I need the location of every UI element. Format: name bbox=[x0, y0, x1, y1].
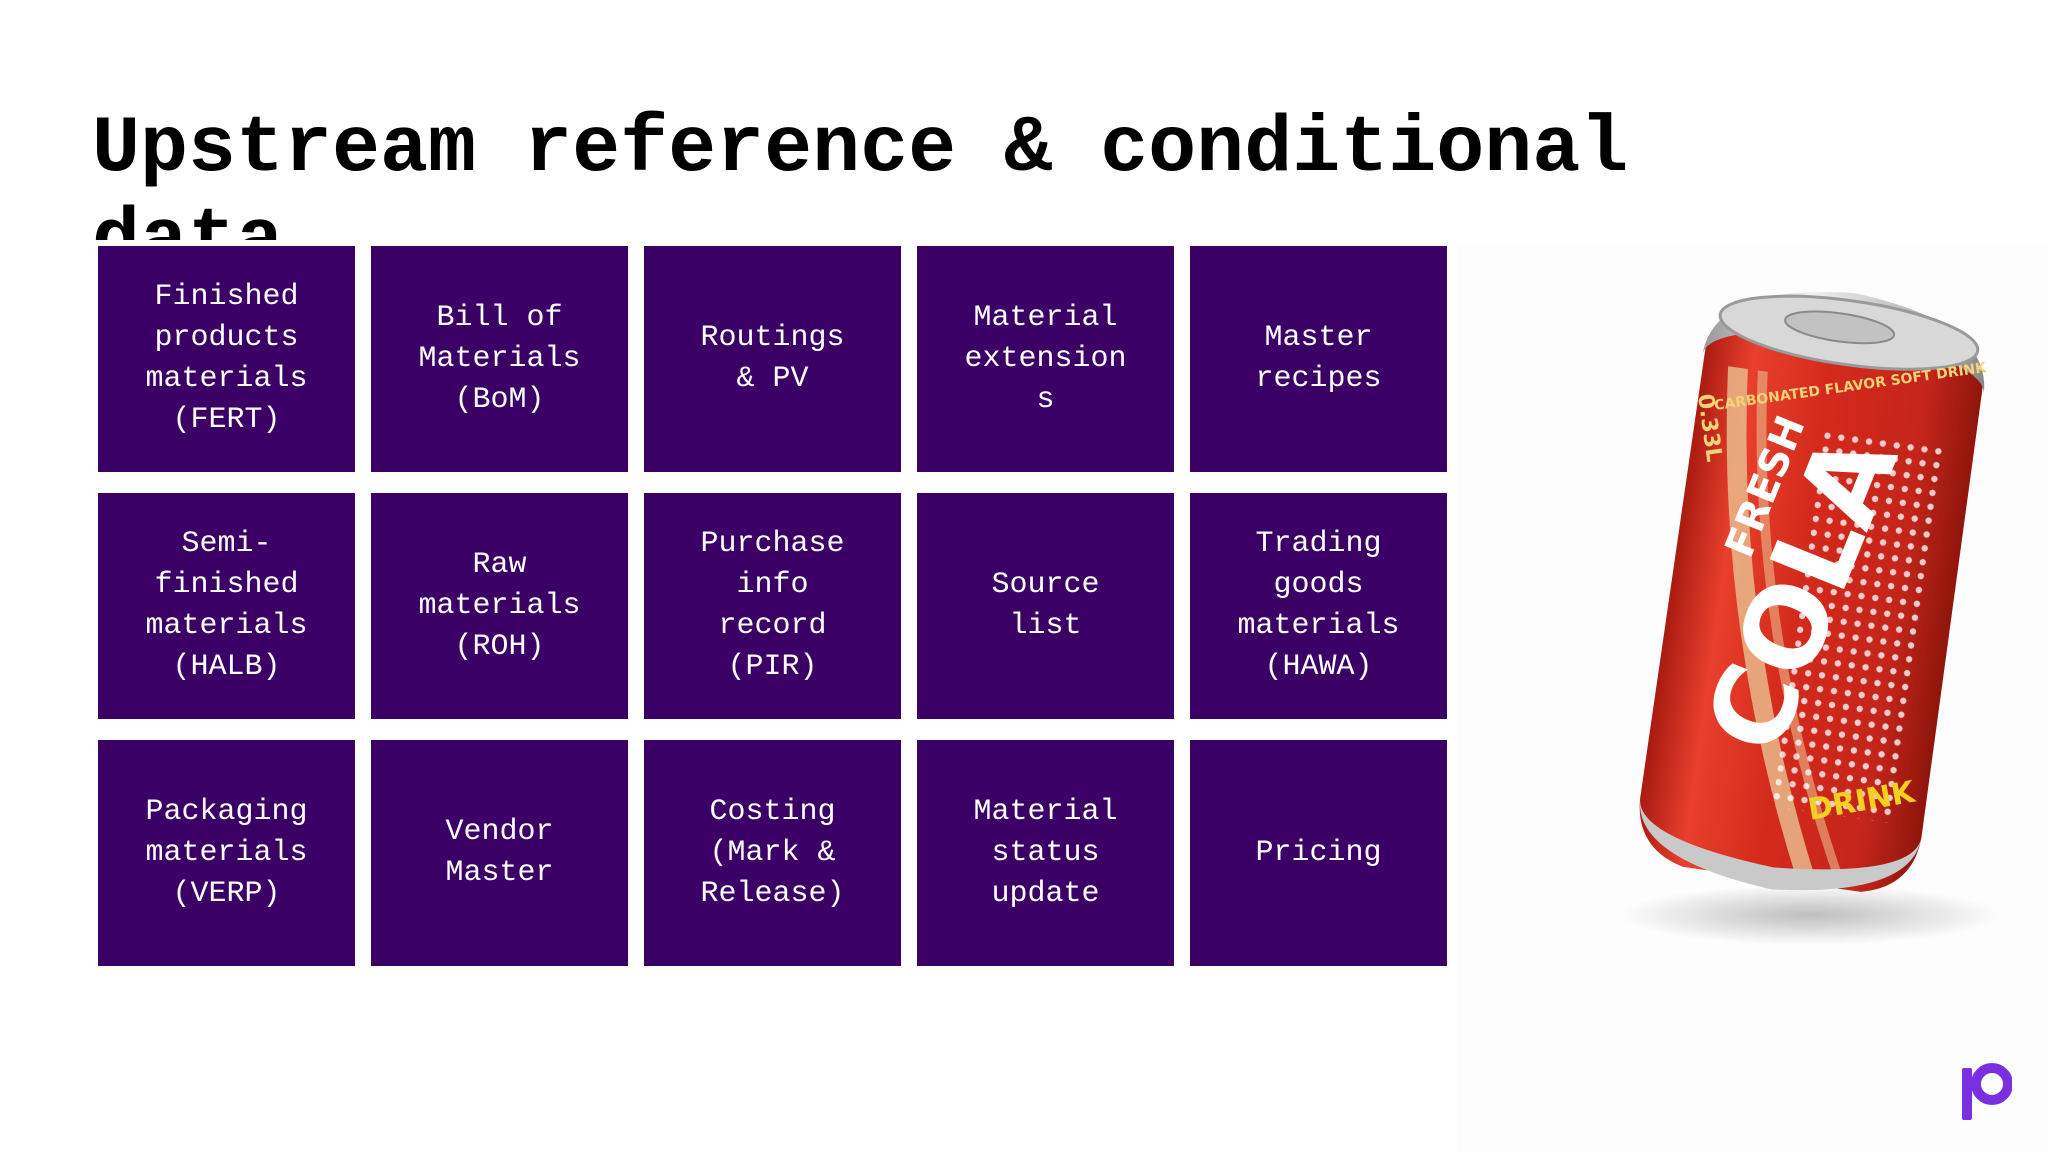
tile-material-extensions: Material extension s bbox=[917, 246, 1174, 472]
tile-pricing: Pricing bbox=[1190, 740, 1447, 966]
tile-label: Pricing bbox=[1255, 835, 1382, 870]
tile-fert: Finished products materials (FERT) bbox=[98, 246, 355, 472]
cola-can-image: 0.33L CARBONATED FLAVOR SOFT DRINK FRESH… bbox=[1620, 291, 2000, 945]
tile-label: Routings & PV bbox=[700, 321, 845, 396]
tile-pir: Purchase info record (PIR) bbox=[644, 493, 901, 719]
brand-logo-icon bbox=[1962, 1063, 2012, 1120]
tile-label: Finished products materials (FERT) bbox=[145, 280, 308, 437]
tile-bom: Bill of Materials (BoM) bbox=[371, 246, 628, 472]
tile-label: Material extension s bbox=[964, 300, 1127, 417]
can-dots bbox=[1772, 430, 1944, 824]
tile-label: Material status update bbox=[973, 794, 1118, 911]
tile-label: Raw materials (ROH) bbox=[418, 547, 581, 664]
tile-label: Semi- finished materials (HALB) bbox=[145, 527, 308, 684]
tile-vendor-master: Vendor Master bbox=[371, 740, 628, 966]
tile-label: Master recipes bbox=[1255, 321, 1382, 396]
tile-roh: Raw materials (ROH) bbox=[371, 493, 628, 719]
can-tab bbox=[1784, 310, 1896, 345]
slide-title: Upstream reference & conditional data bbox=[92, 104, 1629, 240]
can-stripe bbox=[1726, 366, 1817, 884]
tile-source-list: Source list bbox=[917, 493, 1174, 719]
tile-label: Trading goods materials (HAWA) bbox=[1237, 527, 1400, 684]
title-container: Upstream reference & conditional data bbox=[92, 100, 1892, 240]
tile-hawa: Trading goods materials (HAWA) bbox=[1190, 493, 1447, 719]
tile-halb: Semi- finished materials (HALB) bbox=[98, 493, 355, 719]
tile-grid: Finished products materials (FERT) Bill … bbox=[98, 246, 1447, 966]
tile-label: Source list bbox=[991, 568, 1100, 643]
tile-master-recipes: Master recipes bbox=[1190, 246, 1447, 472]
tile-label: Purchase info record (PIR) bbox=[700, 527, 845, 684]
tile-verp: Packaging materials (VERP) bbox=[98, 740, 355, 966]
tile-material-status: Material status update bbox=[917, 740, 1174, 966]
tile-costing: Costing (Mark & Release) bbox=[644, 740, 901, 966]
can-stripe bbox=[1756, 370, 1847, 888]
tile-label: Bill of Materials (BoM) bbox=[418, 300, 581, 417]
can-bottom bbox=[1639, 798, 1922, 891]
tile-label: Vendor Master bbox=[445, 815, 554, 890]
can-shadow bbox=[1620, 885, 2000, 945]
tile-label: Costing (Mark & Release) bbox=[700, 794, 845, 911]
tile-label: Packaging materials (VERP) bbox=[145, 794, 308, 911]
tile-routings: Routings & PV bbox=[644, 246, 901, 472]
